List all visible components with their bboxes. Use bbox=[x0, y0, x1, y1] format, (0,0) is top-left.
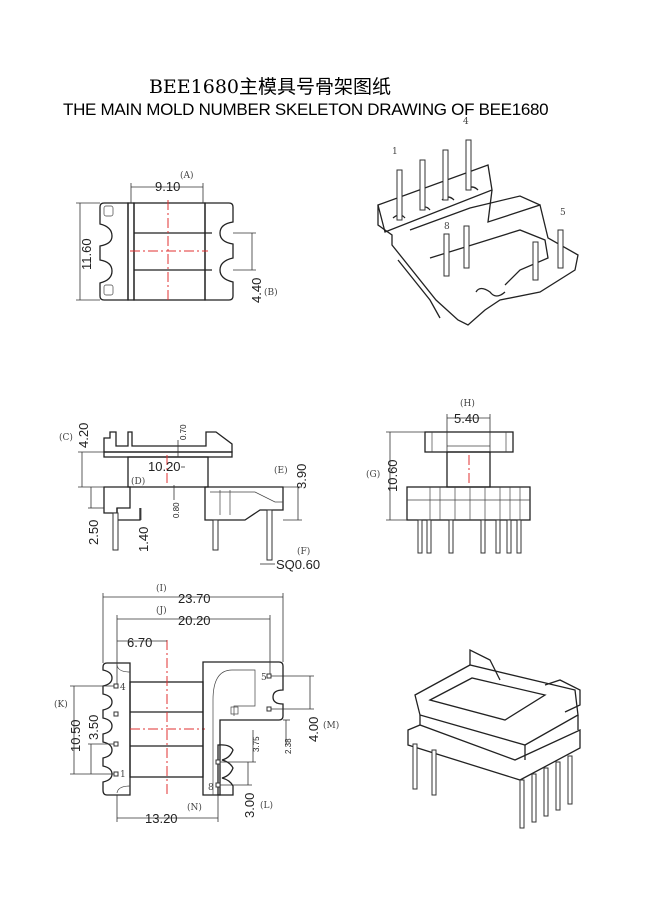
top-view: 9.10 (A) 11.60 4.40 (B) bbox=[76, 170, 278, 303]
dim-overall: 23.70 bbox=[178, 591, 211, 606]
drawing-subtitle: THE MAIN MOLD NUMBER SKELETON DRAWING OF… bbox=[63, 100, 549, 119]
dim-thickness-bottom: 0.80 bbox=[172, 502, 181, 518]
ref-d: (D) bbox=[131, 476, 145, 487]
dim-slot: 4.40 bbox=[249, 278, 264, 303]
ref-l: (L) bbox=[260, 800, 273, 811]
front-pins bbox=[417, 519, 522, 554]
iso-pin-8: 8 bbox=[444, 222, 450, 232]
dim-flange: 4.20 bbox=[76, 423, 91, 448]
ref-g: (G) bbox=[366, 469, 380, 480]
ref-k: (K) bbox=[54, 699, 68, 710]
ref-f: (F) bbox=[297, 546, 310, 557]
ref-c: (C) bbox=[59, 432, 73, 443]
isometric-view-top: 1 4 5 8 bbox=[377, 117, 579, 326]
pin-label-8: 8 bbox=[208, 783, 214, 793]
ref-j: (J) bbox=[156, 605, 167, 616]
dim-base-height: 3.90 bbox=[294, 464, 309, 489]
dim-pitch: 3.50 bbox=[86, 715, 101, 740]
pin-label-5: 5 bbox=[261, 673, 267, 683]
ref-b: (B) bbox=[264, 287, 278, 298]
ref-i: (I) bbox=[156, 583, 167, 594]
dim-pitch-l: 3.00 bbox=[242, 793, 257, 818]
dim-height: 11.60 bbox=[79, 238, 94, 270]
dim-pitch-b: 3.75 bbox=[252, 736, 261, 752]
front-view: 5.40 (H) 10.60 (G) bbox=[366, 398, 531, 554]
bottom-pins bbox=[113, 673, 272, 788]
iso-pin-5: 5 bbox=[560, 208, 566, 218]
dim-pin: SQ0.60 bbox=[276, 557, 320, 572]
pin-label-4: 4 bbox=[120, 683, 126, 693]
dim-offset-b: 2.38 bbox=[284, 738, 293, 754]
pin-label-1: 1 bbox=[120, 770, 126, 780]
dim-step: 1.40 bbox=[136, 527, 151, 552]
dim-width: 9.10 bbox=[155, 179, 180, 194]
ref-e: (E) bbox=[274, 465, 288, 476]
side-view: 4.20 (C) 0.70 10.20 (D) 0.80 3.90 (E) 2.… bbox=[59, 423, 320, 572]
ref-n: (N) bbox=[187, 802, 202, 813]
dim-height: 10.60 bbox=[385, 459, 400, 492]
iso-pin-4: 4 bbox=[463, 117, 469, 127]
dim-core: 5.40 bbox=[454, 411, 479, 426]
ref-a: (A) bbox=[180, 170, 194, 181]
drawing-title: BEE1680主模具号骨架图纸 bbox=[148, 76, 392, 98]
dim-offset: 6.70 bbox=[127, 635, 152, 650]
bottom-view: 4 1 5 8 23.70 (I) 20.20 (J) 6.70 10.50 (… bbox=[54, 583, 339, 826]
dim-pitch-m: 4.00 bbox=[306, 717, 321, 742]
dim-length: 10.20 bbox=[148, 459, 181, 474]
ref-m: (M) bbox=[323, 720, 339, 731]
dim-thickness-top: 0.70 bbox=[179, 424, 188, 440]
iso-pins bbox=[396, 139, 564, 281]
dim-pin-row: 10.50 bbox=[68, 719, 83, 752]
dim-left-base: 2.50 bbox=[86, 520, 101, 545]
isometric-view-bottom bbox=[407, 648, 581, 829]
iso-pin-1: 1 bbox=[392, 147, 398, 157]
dim-pin-span: 20.20 bbox=[178, 613, 211, 628]
ref-h: (H) bbox=[460, 398, 475, 409]
dim-base: 13.20 bbox=[145, 811, 178, 826]
